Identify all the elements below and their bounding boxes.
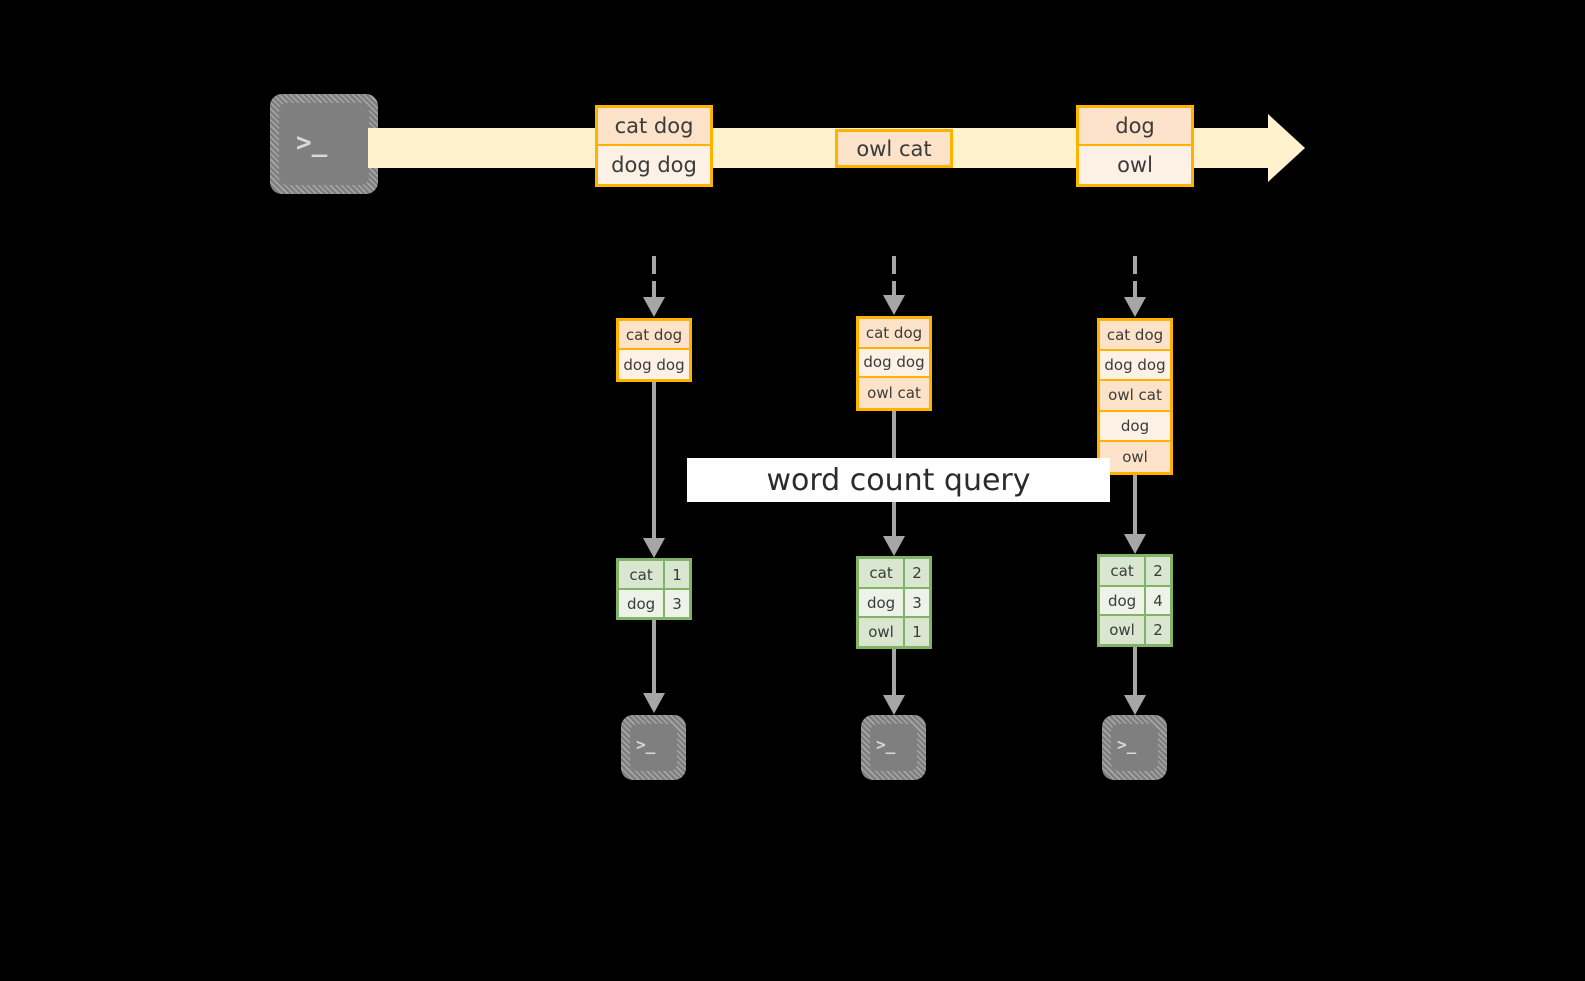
table-row: cat 1 <box>619 561 689 590</box>
terminal-prompt-text: >_ <box>1117 735 1137 754</box>
snapshot-2-sink-arrowhead <box>883 695 905 715</box>
snapshot-tap-dash <box>652 256 656 274</box>
table-cell-word: dog <box>859 588 906 617</box>
table-cell-count: 2 <box>905 559 929 587</box>
table-cell-word: dog <box>1100 586 1147 615</box>
table-cell-word: cat <box>859 559 906 587</box>
table-cell-word: cat <box>619 561 666 588</box>
table-cell-count: 4 <box>1146 586 1170 615</box>
stream-event-line: owl <box>1079 146 1191 184</box>
snapshot-tap-line <box>892 281 896 297</box>
table-cell-count: 3 <box>665 590 689 617</box>
snapshot-tap-arrowhead <box>643 297 665 317</box>
snapshot-1-sink-line <box>652 620 656 695</box>
snapshot-tap-arrowhead <box>1124 297 1146 317</box>
table-cell-count: 2 <box>1146 557 1170 585</box>
table-row: owl 2 <box>1100 616 1170 645</box>
snapshot-input-line: owl cat <box>1100 381 1170 412</box>
stream-event-batch-2: owl cat <box>835 129 953 168</box>
table-row: cat 2 <box>1100 557 1170 587</box>
snapshot-1-input-box: cat dog dog dog <box>616 318 692 382</box>
snapshot-3-sink-arrowhead <box>1124 695 1146 715</box>
table-row: cat 2 <box>859 559 929 589</box>
stream-arrowhead <box>1268 114 1305 182</box>
stream-event-line: dog dog <box>598 146 710 184</box>
snapshot-input-line: cat dog <box>859 319 929 349</box>
snapshot-3-sink-line <box>1133 647 1137 697</box>
stream-event-line: owl cat <box>838 132 950 165</box>
snapshot-input-line: dog <box>1100 411 1170 442</box>
snapshot-3-query-line <box>1133 475 1137 536</box>
snapshot-1-result-table: cat 1 dog 3 <box>616 558 692 620</box>
terminal-screen <box>1111 724 1158 771</box>
snapshot-input-line: dog dog <box>1100 351 1170 382</box>
snapshot-input-line: cat dog <box>619 321 689 350</box>
snapshot-2-result-table: cat 2 dog 3 owl 1 <box>856 556 932 649</box>
snapshot-1-sink-terminal-icon: >_ <box>621 715 686 780</box>
snapshot-input-line: dog dog <box>859 348 929 379</box>
snapshot-input-line: cat dog <box>1100 321 1170 352</box>
terminal-screen <box>870 724 917 771</box>
snapshot-2-sink-terminal-icon: >_ <box>861 715 926 780</box>
snapshot-2-query-arrowhead <box>883 536 905 556</box>
table-cell-word: owl <box>859 618 906 647</box>
table-cell-word: owl <box>1100 616 1147 645</box>
terminal-screen <box>279 103 369 185</box>
snapshot-3-query-arrowhead <box>1124 534 1146 554</box>
stream-event-batch-1: cat dog dog dog <box>595 105 713 187</box>
snapshot-input-line: owl cat <box>859 378 929 408</box>
table-cell-word: cat <box>1100 557 1147 585</box>
stream-event-line: cat dog <box>598 108 710 146</box>
table-cell-word: dog <box>619 590 666 617</box>
stream-event-batch-3: dog owl <box>1076 105 1194 187</box>
snapshot-2-sink-line <box>892 649 896 697</box>
terminal-prompt-text: >_ <box>636 735 656 754</box>
snapshot-3-input-box: cat dog dog dog owl cat dog owl <box>1097 318 1173 475</box>
table-cell-count: 2 <box>1146 616 1170 645</box>
table-cell-count: 1 <box>905 618 929 647</box>
snapshot-input-line: dog dog <box>619 350 689 379</box>
table-row: dog 3 <box>859 588 929 619</box>
table-cell-count: 3 <box>905 588 929 617</box>
snapshot-tap-dash <box>1133 256 1137 274</box>
snapshot-3-sink-terminal-icon: >_ <box>1102 715 1167 780</box>
snapshot-1-query-arrowhead <box>643 538 665 558</box>
table-row: owl 1 <box>859 618 929 647</box>
snapshot-tap-line <box>652 281 656 299</box>
table-row: dog 4 <box>1100 586 1170 617</box>
stream-event-line: dog <box>1079 108 1191 146</box>
terminal-prompt-text: >_ <box>296 128 328 158</box>
snapshot-1-sink-arrowhead <box>643 693 665 713</box>
terminal-screen <box>630 724 677 771</box>
snapshot-1-query-line <box>652 382 656 540</box>
snapshot-input-line: owl <box>1100 441 1170 472</box>
stream-source-terminal-icon: >_ <box>270 94 378 194</box>
table-cell-count: 1 <box>665 561 689 588</box>
snapshot-2-input-box: cat dog dog dog owl cat <box>856 316 932 411</box>
query-label: word count query <box>687 458 1110 502</box>
snapshot-tap-line <box>1133 281 1137 299</box>
snapshot-tap-dash <box>892 256 896 274</box>
table-row: dog 3 <box>619 590 689 617</box>
snapshot-tap-arrowhead <box>883 295 905 315</box>
terminal-prompt-text: >_ <box>876 735 896 754</box>
snapshot-3-result-table: cat 2 dog 4 owl 2 <box>1097 554 1173 647</box>
